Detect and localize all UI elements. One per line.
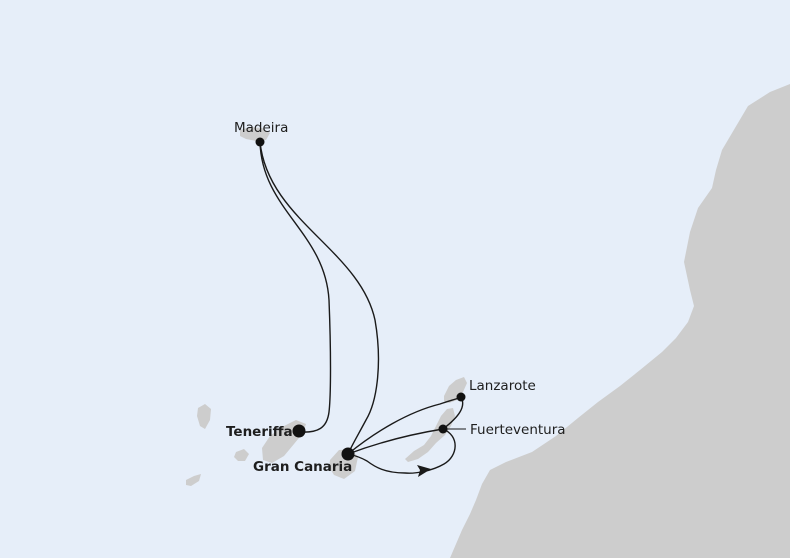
port-label-madeira: Madeira bbox=[234, 120, 288, 136]
island-el-hierro bbox=[186, 474, 201, 486]
island-la-palma bbox=[197, 404, 211, 429]
port-marker-fuerteventura bbox=[438, 424, 448, 434]
route-fuerteventura-return bbox=[347, 428, 456, 474]
island-la-gomera bbox=[234, 449, 249, 461]
route-direction-arrow bbox=[417, 465, 431, 477]
island-lanzarote bbox=[444, 377, 467, 403]
port-label-fuerteventura: Fuerteventura bbox=[470, 422, 566, 438]
route-madeira-teneriffa bbox=[259, 141, 332, 433]
port-label-teneriffa: Teneriffa bbox=[226, 424, 293, 440]
port-marker-lanzarote bbox=[456, 392, 466, 402]
port-marker-teneriffa bbox=[292, 424, 306, 438]
route-gran-canaria-fuerteventura bbox=[347, 428, 444, 455]
route-madeira-gran-canaria bbox=[259, 141, 380, 455]
port-label-lanzarote: Lanzarote bbox=[469, 378, 536, 394]
port-marker-gran-canaria bbox=[341, 447, 355, 461]
port-marker-madeira bbox=[255, 137, 265, 147]
island-madeira bbox=[240, 127, 270, 141]
port-label-gran-canaria: Gran Canaria bbox=[253, 459, 352, 475]
mainland-africa bbox=[450, 84, 790, 558]
island-fuerteventura bbox=[405, 408, 455, 462]
